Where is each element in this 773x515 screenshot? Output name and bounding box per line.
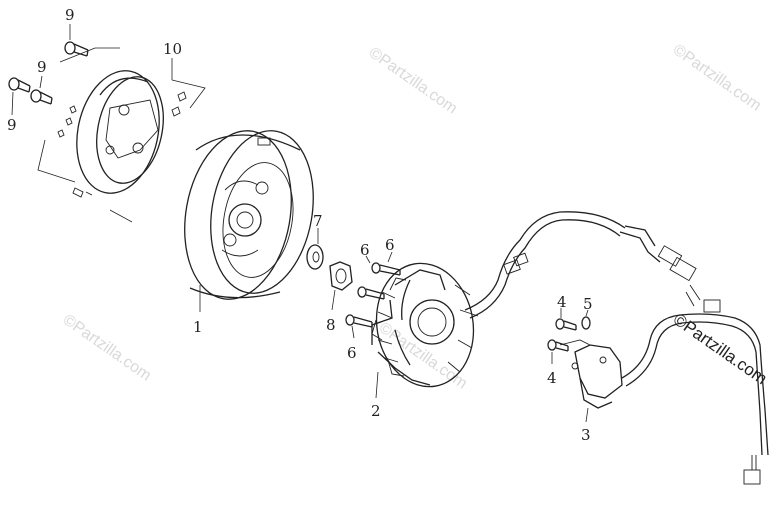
washer-part-5 [581, 309, 591, 330]
callout-6-lower: 6 [347, 344, 357, 362]
bolt-6-lower [345, 314, 373, 328]
callout-7: 7 [313, 212, 323, 230]
callout-6-right: 6 [385, 236, 395, 254]
bolt-6-upper [371, 262, 401, 276]
nut-part-8 [329, 261, 353, 311]
callout-9-left: 9 [7, 116, 17, 134]
stator-part-2 [371, 211, 626, 399]
connector-harness [619, 225, 701, 307]
screws-part-4 [547, 308, 577, 364]
flywheel-part-1 [184, 130, 314, 312]
callout-6-left: 6 [360, 241, 370, 259]
watermark-2: ©Partzilla.com [670, 41, 764, 114]
pulser-coil-part-3 [559, 299, 769, 485]
watermark-3: ©Partzilla.com [60, 311, 154, 384]
callout-4-upper: 4 [557, 293, 567, 311]
screw-9-mid [30, 89, 53, 105]
screw-9-top [64, 41, 89, 57]
callout-10: 10 [163, 40, 182, 58]
washer-part-7 [306, 228, 324, 270]
callout-2: 2 [371, 402, 381, 420]
callouts: 1 2 3 4 4 5 6 6 6 7 8 9 9 9 10 [7, 6, 593, 444]
callout-1: 1 [193, 318, 203, 336]
callout-9-mid: 9 [37, 58, 47, 76]
callout-3: 3 [581, 426, 591, 444]
watermark-4: ©Partzilla.com [376, 319, 470, 392]
rotor-plate-part-10 [37, 47, 206, 223]
callout-9-top: 9 [65, 6, 75, 24]
watermark-1: ©Partzilla.com [366, 44, 460, 117]
screw-group-part-9 [8, 41, 89, 105]
watermarks: ©Partzilla.com ©Partzilla.com ©Partzilla… [60, 41, 771, 392]
callout-5: 5 [583, 295, 593, 313]
screw-9-left [8, 77, 31, 93]
callout-8: 8 [326, 316, 336, 334]
callout-4-lower: 4 [547, 369, 557, 387]
